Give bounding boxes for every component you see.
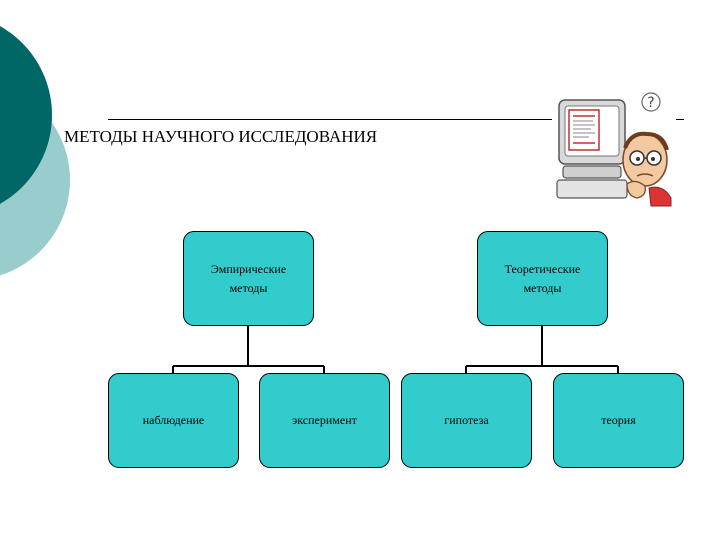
node-experiment-label: эксперимент bbox=[292, 413, 357, 428]
node-empirical-methods: Эмпирические методы bbox=[183, 231, 314, 326]
svg-text:?: ? bbox=[647, 95, 654, 111]
decorative-circles bbox=[0, 26, 70, 276]
node-empirical-methods-label: Эмпирические методы bbox=[210, 261, 287, 295]
title-underline bbox=[108, 119, 552, 120]
node-theoretical-methods: Теоретические методы bbox=[477, 231, 608, 326]
node-observation: наблюдение bbox=[108, 373, 239, 468]
title-underline-end bbox=[676, 119, 684, 120]
node-theoretical-methods-label: Теоретические методы bbox=[504, 261, 581, 295]
node-theory: теория bbox=[553, 373, 684, 468]
slide-title: МЕТОДЫ НАУЧНОГО ИССЛЕДОВАНИЯ bbox=[64, 127, 378, 146]
dark-teal-circle bbox=[0, 26, 52, 204]
confused-man-at-computer-icon: ? bbox=[556, 92, 672, 207]
node-hypothesis: гипотеза bbox=[401, 373, 532, 468]
node-hypothesis-label: гипотеза bbox=[444, 413, 489, 428]
node-theory-label: теория bbox=[601, 413, 636, 428]
node-observation-label: наблюдение bbox=[142, 413, 205, 428]
node-experiment: эксперимент bbox=[259, 373, 390, 468]
